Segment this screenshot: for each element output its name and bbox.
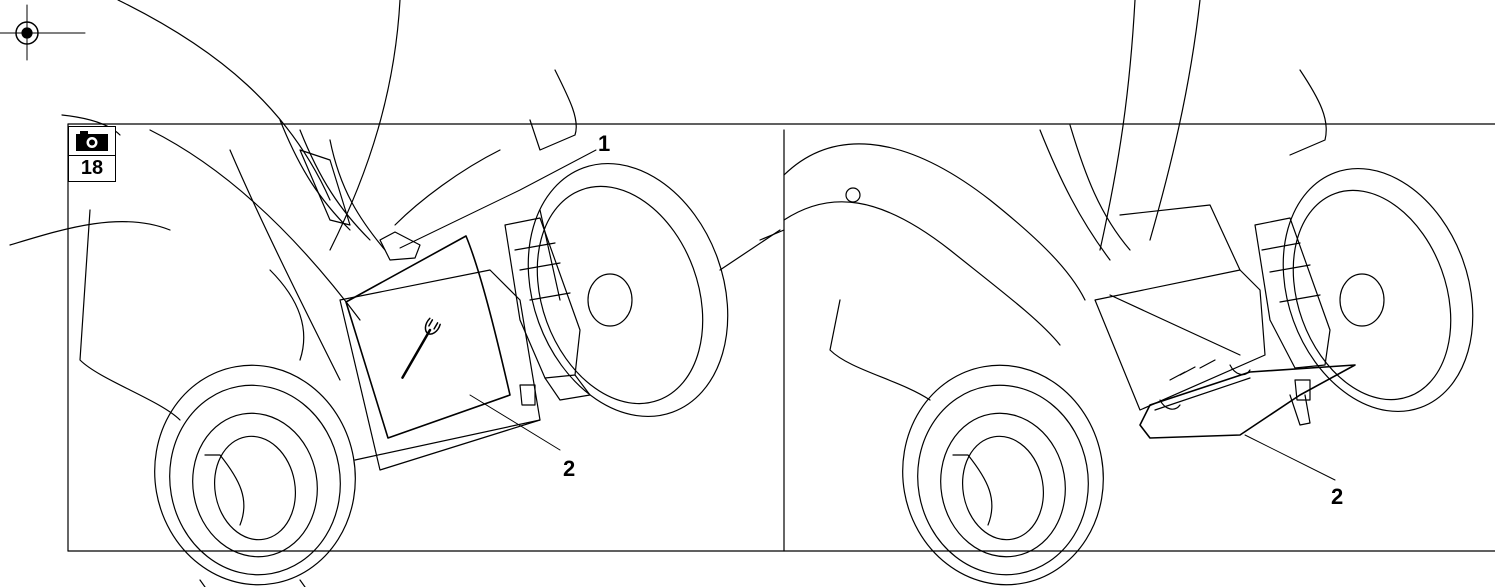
camera-icon	[69, 127, 115, 156]
panel-frame	[67, 123, 1495, 552]
wrench-icon	[401, 317, 441, 379]
figure-badge: 18	[68, 126, 116, 182]
crosshair-registration-icon	[0, 4, 86, 61]
right-panel-drawing	[759, 0, 1474, 586]
callout-1-left: 1	[598, 131, 611, 156]
left-panel-drawing	[9, 0, 781, 587]
callout-2-left: 2	[563, 456, 576, 481]
figure-number: 18	[80, 156, 104, 179]
callout-2-right: 2	[1331, 484, 1344, 509]
